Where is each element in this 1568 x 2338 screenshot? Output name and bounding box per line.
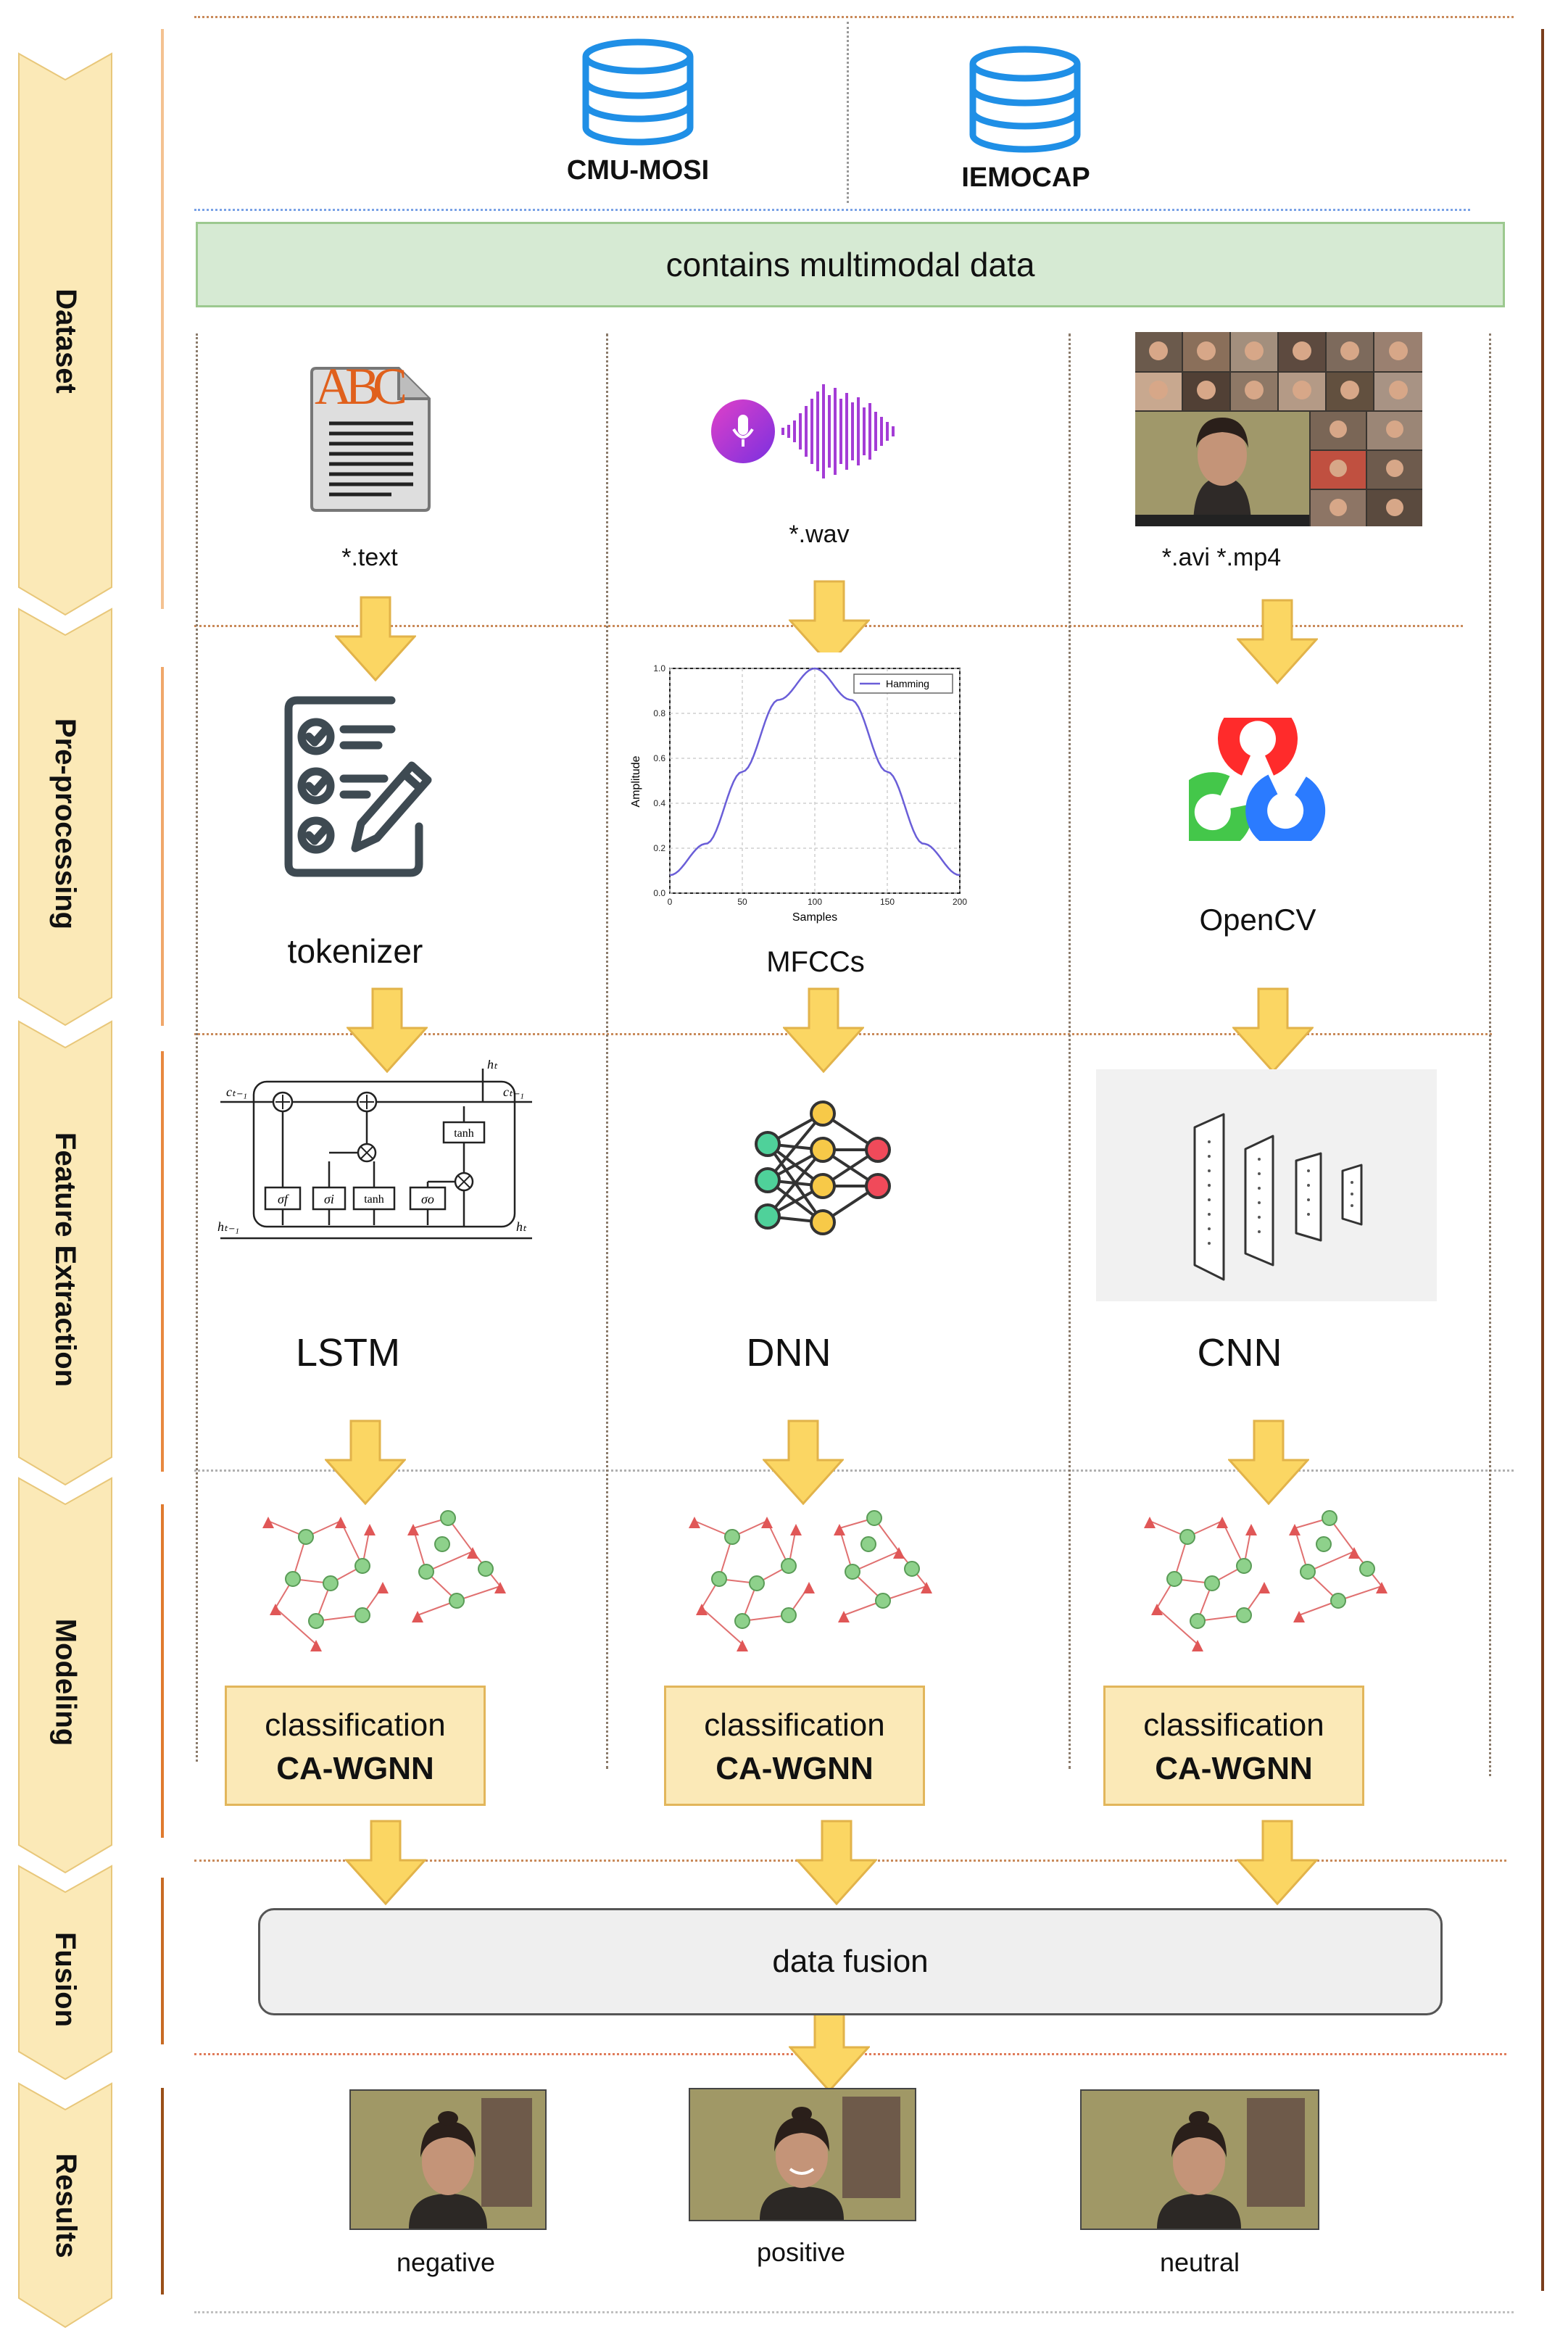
result-neutral-label: neutral (1159, 2247, 1240, 2277)
result-positive-label: positive (756, 2237, 846, 2267)
hamming-legend: Hamming (886, 678, 929, 689)
preprocess-mfccs: MFCCs (766, 946, 865, 978)
arrow-down-icon (325, 1419, 406, 1505)
opencv-logo (1189, 718, 1326, 841)
dataset-iemocap: IEMOCAP (961, 162, 1090, 193)
lstm-tanh-2: tanh (454, 1127, 474, 1140)
hamming-ytick: 0.4 (653, 798, 665, 808)
stage-label: Dataset (49, 288, 82, 394)
stage-results: Results (17, 2081, 113, 2331)
hamming-ytick: 1.0 (653, 663, 665, 673)
checklist-pencil-icon (284, 696, 432, 877)
hamming-xlabel: Samples (792, 911, 837, 924)
classification-label: classification (1143, 1707, 1324, 1743)
classification-model: CA-WGNN (276, 1751, 434, 1786)
hamming-ytick: 0.2 (653, 843, 665, 853)
arrow-down-icon (1237, 599, 1318, 684)
database-icon (582, 38, 694, 146)
hamming-xtick: 100 (808, 897, 822, 907)
lstm-sigma-i: σi (324, 1192, 334, 1206)
graph-network-icon (1144, 1510, 1387, 1651)
lstm-sigma-f: σf (278, 1192, 290, 1206)
stage-feature-extraction: Feature Extraction (17, 1019, 113, 1501)
result-face-negative (349, 2089, 547, 2230)
file-text: *.text (341, 544, 398, 571)
hamming-ylabel: Amplitude (630, 755, 642, 807)
cnn-diagram (1096, 1069, 1437, 1301)
lstm-h-next: hₜ (516, 1219, 527, 1234)
classification-label: classification (265, 1707, 446, 1743)
file-video: *.avi *.mp4 (1161, 544, 1282, 571)
lstm-tanh-1: tanh (364, 1193, 384, 1206)
multimodal-banner: contains multimodal data (196, 222, 1505, 307)
graph-network-icon (262, 1510, 506, 1651)
lstm-c-prev: cₜ₋₁ (226, 1085, 247, 1099)
stage-preprocessing: Pre-processing (17, 606, 113, 1041)
dataset-cmu-mosi: CMU-MOSI (566, 155, 710, 186)
feature-dnn: DNN (746, 1331, 831, 1375)
hamming-xtick: 200 (953, 897, 967, 907)
hamming-xtick: 150 (880, 897, 895, 907)
classification-model: CA-WGNN (1155, 1751, 1313, 1786)
abc-glyph: ABC (315, 357, 407, 415)
arrow-down-icon (783, 987, 864, 1073)
preprocess-opencv: OpenCV (1199, 903, 1316, 937)
hamming-series-line (669, 667, 961, 876)
stage-label: Feature Extraction (49, 1132, 82, 1388)
preprocess-tokenizer: tokenizer (287, 932, 423, 970)
file-audio: *.wav (789, 521, 850, 548)
lstm-h-prev: hₜ₋₁ (217, 1219, 239, 1234)
result-negative-label: negative (396, 2247, 496, 2277)
lstm-c-next: cₜ₋₁ (503, 1085, 524, 1099)
stage-label: Results (49, 2153, 82, 2258)
text-document-icon: ABC (304, 357, 435, 515)
stage-label: Fusion (49, 1931, 82, 2027)
stage-label: Pre-processing (49, 718, 82, 929)
arrow-down-icon (763, 1419, 844, 1505)
lstm-cell-diagram: σf σi tanh σo tanh cₜ₋₁ cₜ₋₁ hₜ₋₁ hₜ hₜ (213, 1057, 539, 1248)
multimodal-banner-label: contains multimodal data (665, 246, 1035, 283)
lstm-h-top: hₜ (487, 1060, 498, 1071)
data-fusion-box: data fusion (258, 1908, 1443, 2015)
arrow-down-icon (1232, 987, 1314, 1073)
hamming-xtick: 0 (668, 897, 673, 907)
hamming-ytick: 0.0 (653, 888, 665, 898)
arrow-down-icon (335, 596, 416, 681)
hamming-xtick: 50 (737, 897, 747, 907)
arrow-down-icon (789, 2007, 870, 2092)
neural-network-icon (755, 1100, 891, 1235)
lstm-sigma-o: σo (421, 1192, 434, 1206)
microphone-waveform-icon (711, 384, 895, 478)
arrow-down-icon (1228, 1419, 1309, 1505)
stage-fusion: Fusion (17, 1863, 113, 2095)
arrow-down-icon (789, 580, 870, 666)
classification-box-video: classification CA-WGNN (1103, 1686, 1364, 1806)
arrow-down-icon (1237, 1820, 1318, 1905)
hamming-ytick: 0.6 (653, 753, 665, 763)
result-face-neutral (1080, 2089, 1319, 2230)
stage-dataset: Dataset (17, 51, 113, 631)
classification-model: CA-WGNN (715, 1751, 874, 1786)
fusion-label: data fusion (772, 1944, 929, 1979)
stage-modeling: Modeling (17, 1475, 113, 1889)
classification-box-audio: classification CA-WGNN (664, 1686, 925, 1806)
result-face-positive (689, 2088, 916, 2221)
database-icon (969, 46, 1081, 153)
video-collage-image (1135, 332, 1422, 526)
classification-box-text: classification CA-WGNN (225, 1686, 486, 1806)
feature-cnn: CNN (1197, 1331, 1282, 1375)
classification-label: classification (704, 1707, 885, 1743)
arrow-down-icon (345, 1820, 426, 1905)
feature-lstm: LSTM (295, 1331, 401, 1375)
graph-network-icon (689, 1510, 932, 1651)
hamming-ytick: 0.8 (653, 708, 665, 718)
arrow-down-icon (796, 1820, 877, 1905)
arrow-down-icon (347, 987, 428, 1073)
stage-label: Modeling (49, 1618, 82, 1746)
